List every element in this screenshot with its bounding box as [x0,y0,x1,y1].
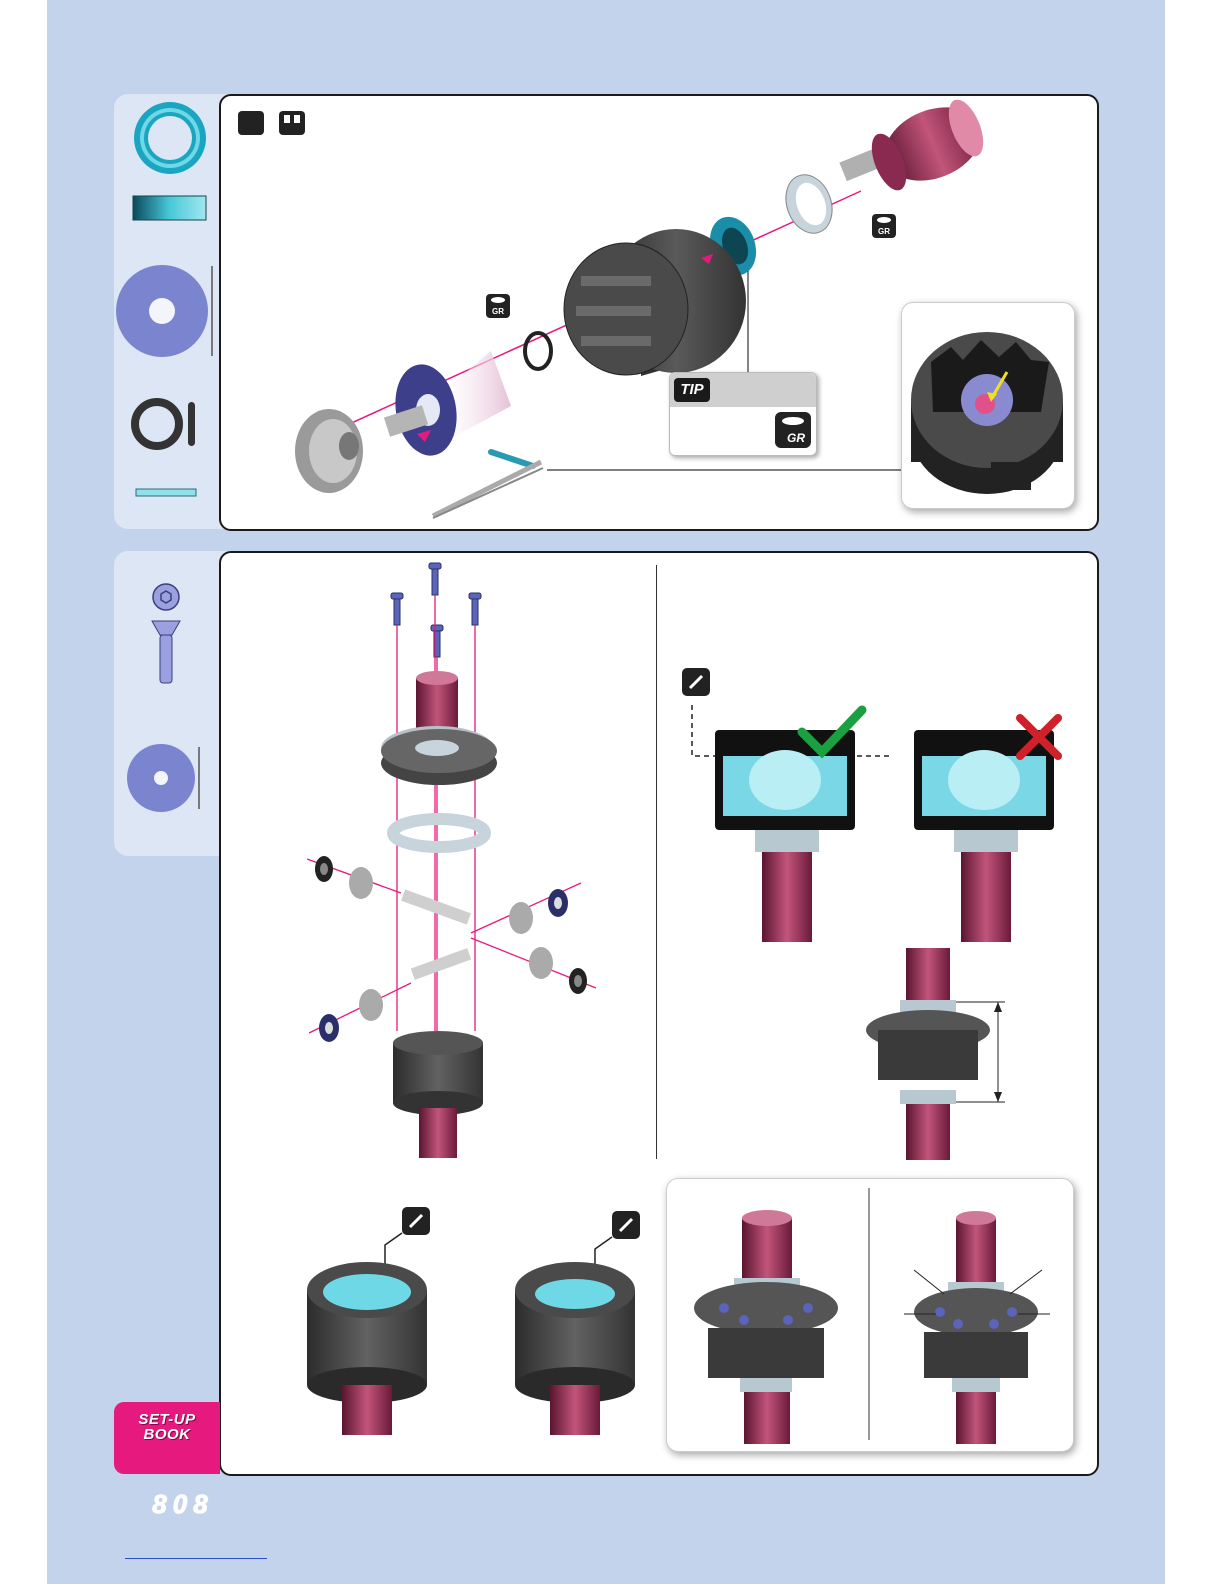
seal-ring-icon [134,102,206,174]
footer-link-underline [125,1558,267,1559]
tip-header: TIP [670,373,816,407]
ring-gear [381,671,497,785]
pencil-note-icon [682,668,710,696]
brand-logo: 808 [113,1492,253,1516]
diff-case [564,229,746,376]
tip-callout: TIP GR [669,372,817,456]
pin-icon [136,489,196,496]
tweezers [433,462,543,518]
setup-book-badge[interactable]: SET-UP BOOK [114,1402,220,1474]
fill-level-drawing [290,1205,650,1450]
assembled-diff [866,948,1005,1160]
badge-line-2: BOOK [114,1427,220,1442]
lower-case [393,1031,483,1158]
o-ring-icon [135,402,195,446]
outdrive-cup [839,96,992,195]
shim-check-drawing [660,660,1080,1160]
washer [388,359,463,460]
tip-label: TIP [674,378,710,402]
diff-exploded-drawing [221,553,651,1163]
inset-assembled-drawing [666,1178,1072,1450]
badge-line-1: SET-UP [114,1412,220,1427]
hex-screw-icon [152,584,180,683]
assembled-diff-right [904,1211,1050,1444]
grease-icon: GR [872,214,896,238]
case-marker-icon [279,111,305,135]
correct-example [715,730,855,942]
inset-case-drawing [901,302,1073,507]
shim [393,819,485,847]
step-marker-icon [238,111,264,135]
incorrect-example [914,730,1054,942]
bushing-ring [778,168,840,239]
case-fill-example [515,1262,635,1435]
svg-text:808: 808 [152,1492,213,1516]
parts-icons-top [114,94,224,529]
svg-text:GR: GR [492,307,504,316]
seal-side-icon [133,196,206,220]
parts-icons-bottom [114,551,224,856]
bevel-gear [295,409,363,493]
svg-text:GR: GR [878,227,890,236]
cross-pin [491,452,533,466]
washer-large-icon [116,265,212,357]
washer-small-icon [127,744,199,812]
svg-text:GR: GR [787,431,805,445]
grease-icon: GR [486,294,510,318]
screws [391,563,481,657]
grease-icon: GR [774,411,812,449]
column-divider [656,565,657,1159]
satellite-gears [315,856,587,1042]
assembled-diff-left [694,1210,838,1444]
case-fill-example [307,1262,427,1435]
